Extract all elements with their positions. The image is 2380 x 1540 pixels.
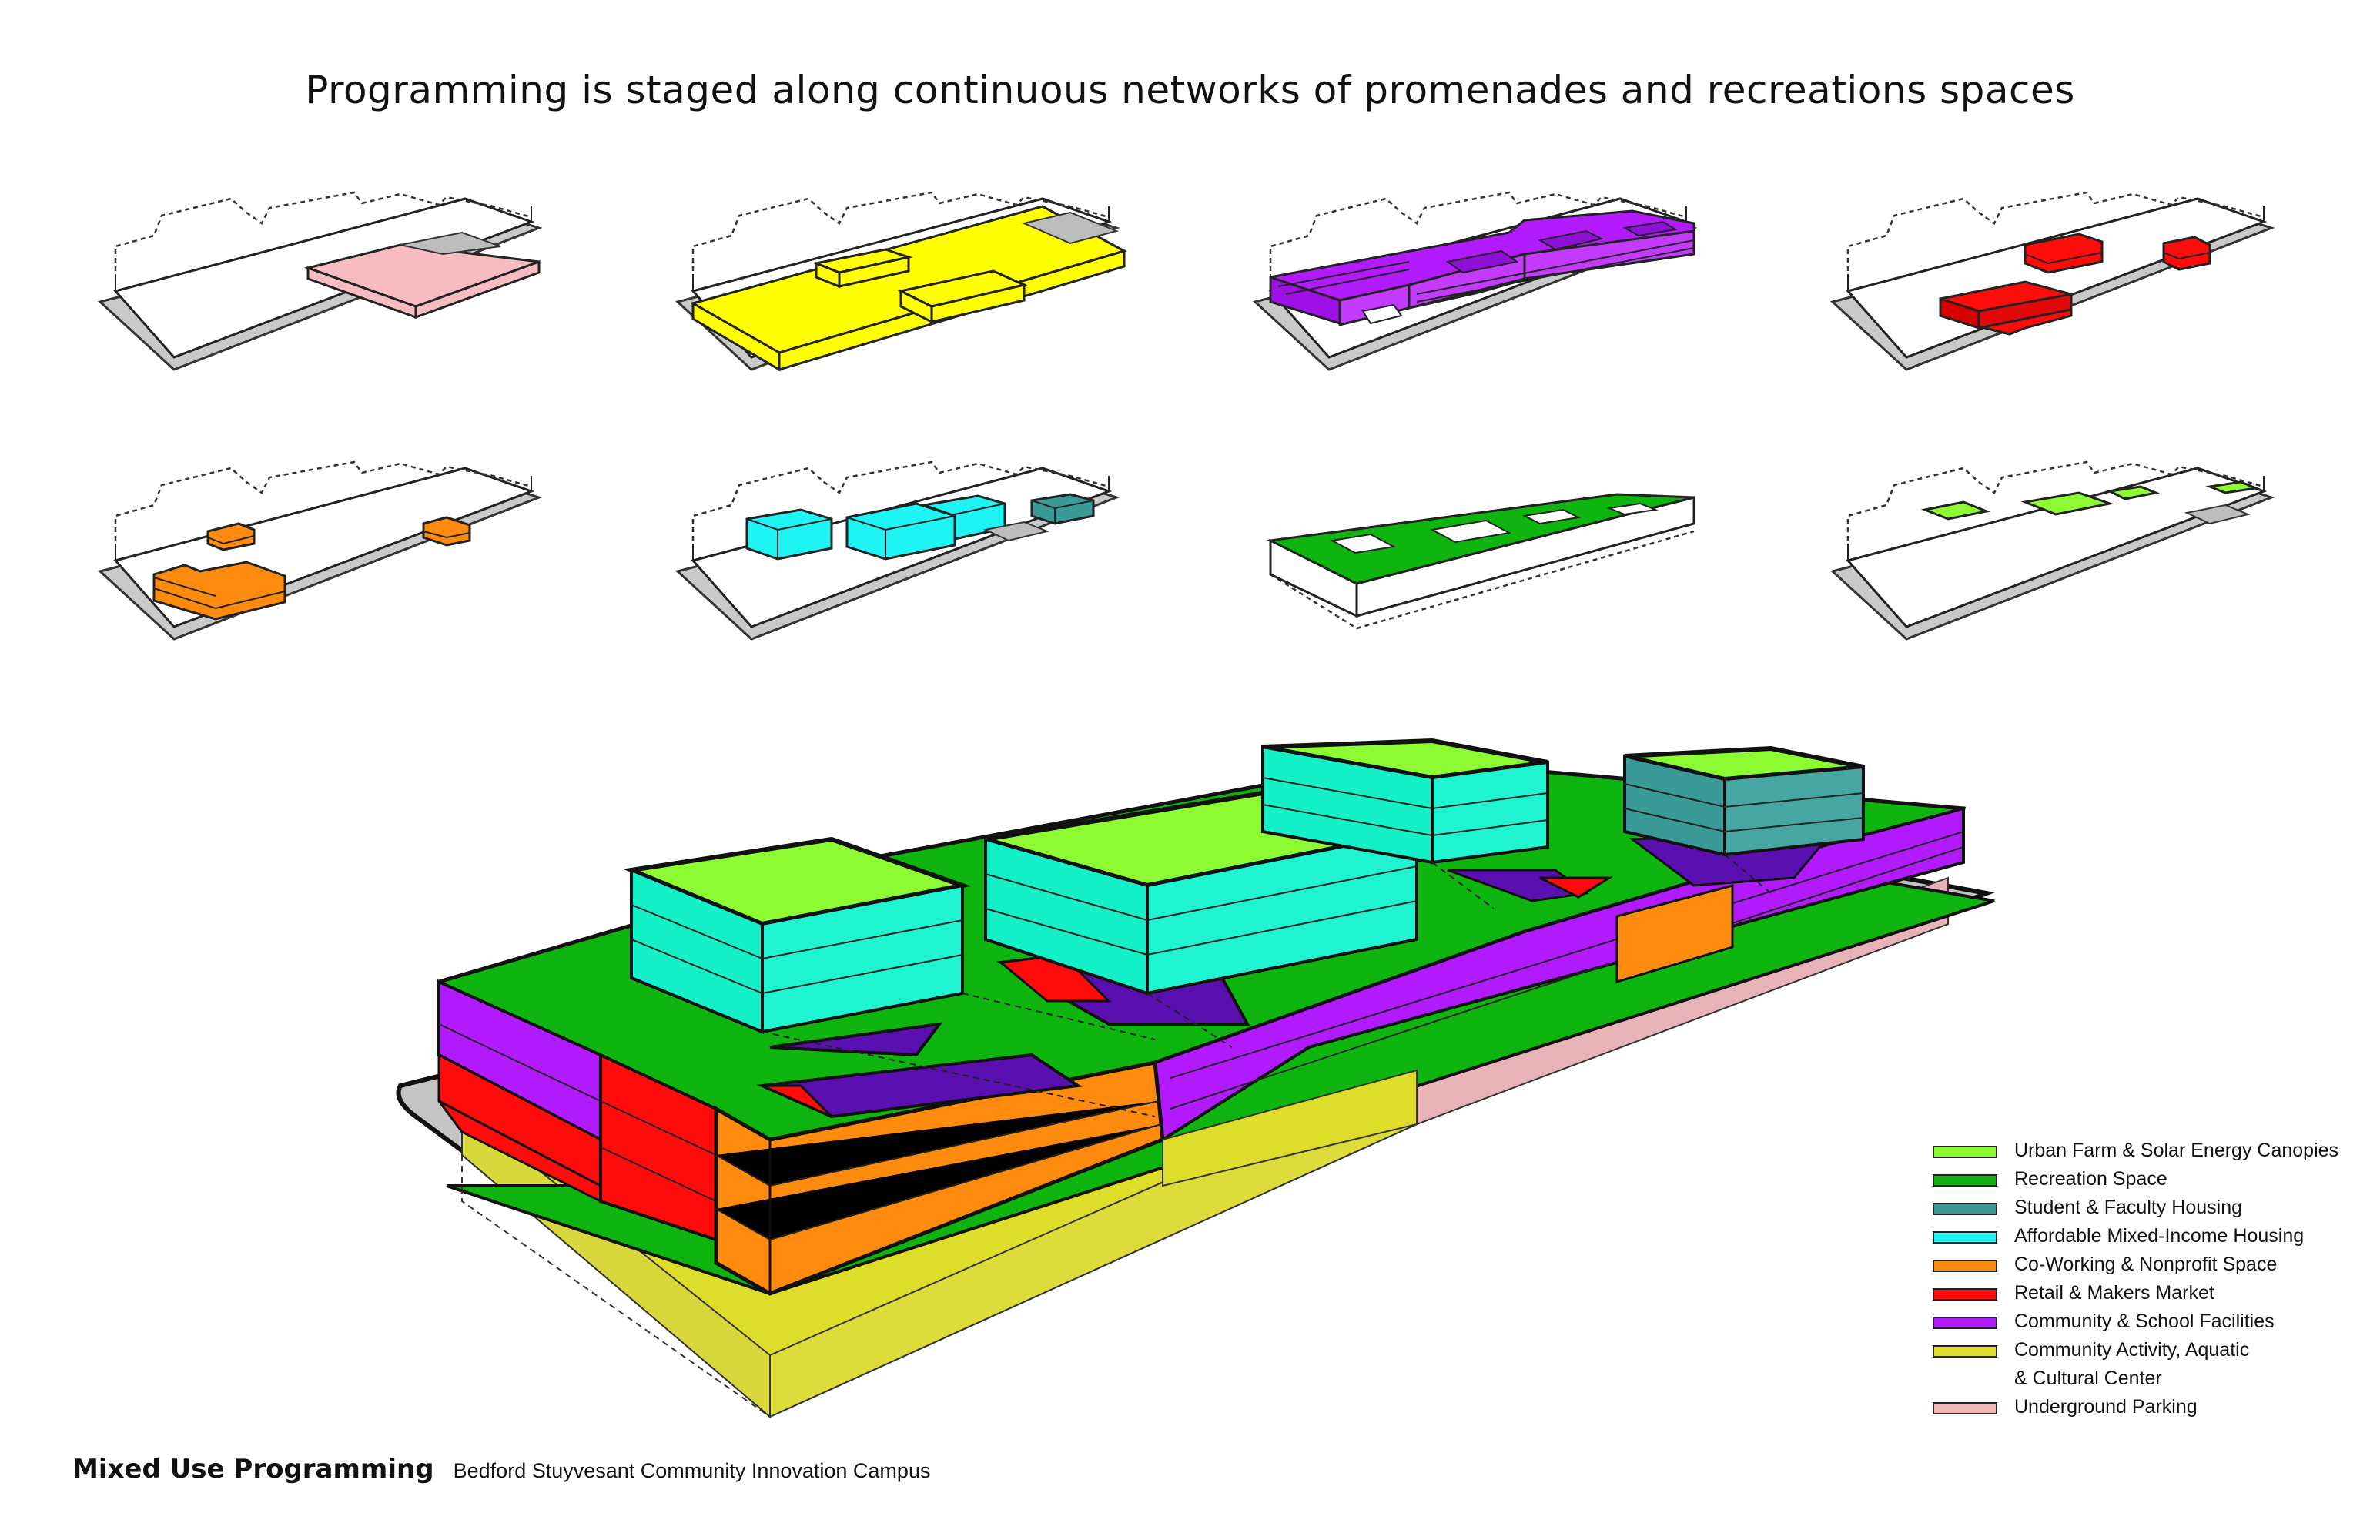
legend-label: Recreation Space <box>2014 1168 2167 1190</box>
mini-diagram-coworking <box>99 460 541 641</box>
legend-swatch <box>1933 1260 1997 1272</box>
caption-subtitle: Bedford Stuyvesant Community Innovation … <box>453 1459 931 1482</box>
legend-swatch <box>1933 1345 1997 1358</box>
legend-label: Retail & Makers Market <box>2014 1282 2214 1304</box>
legend-label: Community & School Facilities <box>2014 1311 2275 1332</box>
legend-label: Co-Working & Nonprofit Space <box>2014 1254 2278 1275</box>
legend-label: Student & Faculty Housing <box>2014 1197 2242 1218</box>
legend-swatch <box>1933 1174 1997 1187</box>
legend-label-line2: & Cultural Center <box>2014 1368 2162 1389</box>
mini-diagram-community-activity <box>676 191 1127 372</box>
legend-swatch <box>1933 1288 1997 1301</box>
legend-label: Community Activity, Aquatic & Cultural C… <box>2014 1339 2249 1390</box>
legend-label-line1: Community Activity, Aquatic <box>2014 1339 2250 1361</box>
legend-swatch <box>1933 1317 1997 1329</box>
legend-swatch <box>1933 1146 1997 1158</box>
legend-swatch <box>1933 1203 1997 1215</box>
mini-diagram-parking <box>99 191 541 371</box>
caption: Mixed Use Programming Bedford Stuyvesant… <box>72 1454 930 1485</box>
mini-diagram-community-school <box>1254 191 1695 371</box>
page-title: Programming is staged along continuous n… <box>305 68 2075 112</box>
mini-diagram-recreation <box>1266 493 1695 630</box>
legend-swatch <box>1933 1231 1997 1244</box>
mini-diagram-retail <box>1831 191 2273 371</box>
legend-label: Underground Parking <box>2014 1396 2198 1418</box>
caption-title: Mixed Use Programming <box>72 1454 434 1485</box>
mini-diagram-urban-farm <box>1831 460 2273 641</box>
main-axonometric <box>396 738 1995 1419</box>
legend-swatch <box>1933 1402 1997 1414</box>
mini-diagram-housing <box>676 460 1118 641</box>
legend-label: Affordable Mixed-Income Housing <box>2014 1225 2305 1247</box>
legend-label: Urban Farm & Solar Energy Canopies <box>2014 1140 2339 1161</box>
